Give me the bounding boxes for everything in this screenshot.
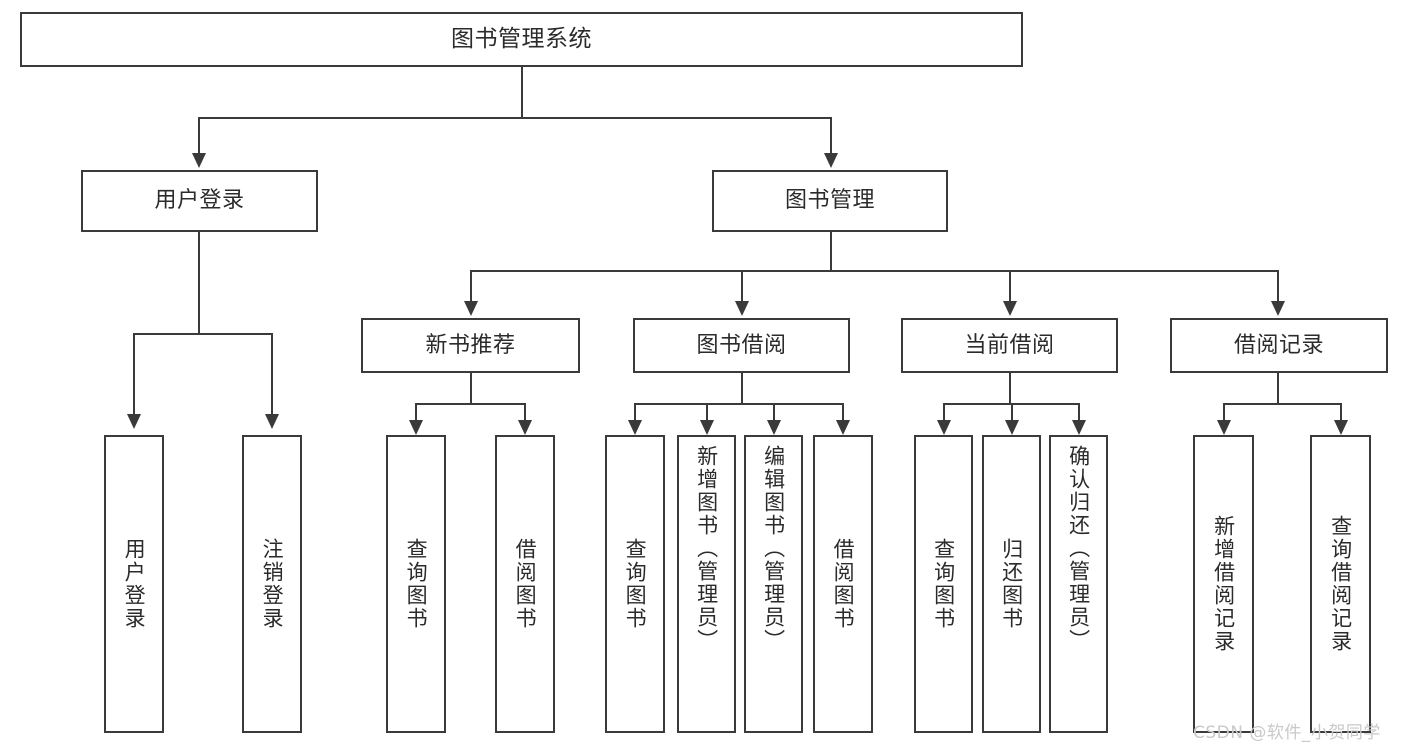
connector-user-login-stem <box>198 232 200 334</box>
connector-new-book-bus <box>415 403 525 405</box>
node-label: 借阅图书 <box>513 538 538 630</box>
connector-drop-br-leaf-1 <box>1223 403 1225 421</box>
connector-drop-book-borrow <box>741 270 743 302</box>
leaf-nb-query-book[interactable]: 查询图书 <box>386 435 446 733</box>
leaf-bb-borrow-book[interactable]: 借阅图书 <box>813 435 873 733</box>
connector-level2-bus <box>470 270 1278 272</box>
connector-drop-bb-leaf-1 <box>634 403 636 421</box>
connector-drop-cb-leaf-3 <box>1078 403 1080 421</box>
node-label: 确认归还（管理员） <box>1066 445 1091 652</box>
connector-drop-nb-leaf-1 <box>415 403 417 421</box>
node-label: 借阅图书 <box>831 538 856 630</box>
connector-book-borrow-bus <box>634 403 843 405</box>
connector-drop-current-borrow <box>1009 270 1011 302</box>
leaf-cb-confirm-return-admin[interactable]: 确认归还（管理员） <box>1049 435 1108 733</box>
connector-user-login-bus <box>133 333 273 335</box>
node-label: 新书推荐 <box>425 332 516 358</box>
connector-drop-leaf-user-login <box>133 333 135 415</box>
node-label: 编辑图书（管理员） <box>761 445 786 652</box>
arrow-to-br-leaf-2 <box>1334 420 1348 435</box>
node-borrow-record[interactable]: 借阅记录 <box>1170 318 1388 373</box>
arrow-to-book-borrow <box>735 301 749 316</box>
arrow-to-book-manage <box>824 153 838 168</box>
node-label: 借阅记录 <box>1233 332 1324 358</box>
node-label: 图书管理系统 <box>451 25 592 52</box>
arrow-to-user-login <box>192 153 206 168</box>
connector-drop-cb-leaf-1 <box>943 403 945 421</box>
leaf-cb-query-book[interactable]: 查询图书 <box>914 435 973 733</box>
arrow-to-bb-leaf-1 <box>628 420 642 435</box>
connector-drop-user-login <box>198 117 200 155</box>
node-label: 图书借阅 <box>696 332 787 358</box>
leaf-br-query-record[interactable]: 查询借阅记录 <box>1310 435 1371 733</box>
arrow-to-borrow-record <box>1271 301 1285 316</box>
connector-level1-bus <box>198 117 832 119</box>
node-label: 查询图书 <box>404 538 429 630</box>
connector-drop-new-book <box>470 270 472 302</box>
connector-drop-bb-leaf-2 <box>706 403 708 421</box>
leaf-nb-borrow-book[interactable]: 借阅图书 <box>495 435 555 733</box>
connector-book-borrow-stem <box>741 373 743 405</box>
arrow-to-cb-leaf-2 <box>1005 420 1019 435</box>
arrow-to-current-borrow <box>1003 301 1017 316</box>
arrow-to-bb-leaf-2 <box>700 420 714 435</box>
connector-drop-br-leaf-2 <box>1340 403 1342 421</box>
node-label: 图书管理 <box>784 188 875 214</box>
arrow-to-cb-leaf-1 <box>937 420 951 435</box>
connector-borrow-record-bus <box>1223 403 1341 405</box>
leaf-logout[interactable]: 注销登录 <box>242 435 302 733</box>
arrow-to-cb-leaf-3 <box>1072 420 1086 435</box>
arrow-to-leaf-user-login <box>127 414 141 429</box>
leaf-cb-return-book[interactable]: 归还图书 <box>982 435 1041 733</box>
connector-current-borrow-stem <box>1009 373 1011 405</box>
node-label: 查询图书 <box>623 538 648 630</box>
arrow-to-br-leaf-1 <box>1217 420 1231 435</box>
connector-drop-nb-leaf-2 <box>524 403 526 421</box>
node-label: 查询借阅记录 <box>1328 515 1353 653</box>
connector-drop-borrow-record <box>1277 270 1279 302</box>
connector-new-book-stem <box>470 373 472 405</box>
leaf-user-login[interactable]: 用户登录 <box>104 435 164 733</box>
arrow-to-leaf-logout <box>265 414 279 429</box>
connector-drop-bb-leaf-3 <box>773 403 775 421</box>
node-current-borrow[interactable]: 当前借阅 <box>901 318 1118 373</box>
node-label: 用户登录 <box>154 188 245 214</box>
node-label: 查询图书 <box>931 538 956 630</box>
arrow-to-nb-leaf-1 <box>409 420 423 435</box>
node-label: 归还图书 <box>999 538 1024 630</box>
connector-borrow-record-stem <box>1277 373 1279 405</box>
node-label: 用户登录 <box>122 538 147 630</box>
node-label: 当前借阅 <box>964 332 1055 358</box>
node-label: 新增图书（管理员） <box>694 445 719 652</box>
node-book-borrow[interactable]: 图书借阅 <box>633 318 850 373</box>
node-user-login[interactable]: 用户登录 <box>81 170 318 232</box>
arrow-to-bb-leaf-4 <box>836 420 850 435</box>
connector-drop-book-manage <box>830 117 832 155</box>
arrow-to-nb-leaf-2 <box>518 420 532 435</box>
connector-drop-bb-leaf-4 <box>842 403 844 421</box>
node-new-book-recommend[interactable]: 新书推荐 <box>361 318 580 373</box>
leaf-bb-query-book[interactable]: 查询图书 <box>605 435 665 733</box>
node-label: 新增借阅记录 <box>1211 515 1236 653</box>
leaf-bb-add-book-admin[interactable]: 新增图书（管理员） <box>677 435 736 733</box>
connector-drop-cb-leaf-2 <box>1011 403 1013 421</box>
leaf-br-add-record[interactable]: 新增借阅记录 <box>1193 435 1254 733</box>
connector-book-manage-stem <box>830 232 832 272</box>
node-label: 注销登录 <box>260 538 285 630</box>
connector-drop-leaf-logout <box>271 333 273 415</box>
arrow-to-bb-leaf-3 <box>767 420 781 435</box>
arrow-to-new-book <box>464 301 478 316</box>
node-root-system[interactable]: 图书管理系统 <box>20 12 1023 67</box>
leaf-bb-edit-book-admin[interactable]: 编辑图书（管理员） <box>744 435 803 733</box>
connector-root-stem <box>521 67 523 118</box>
node-book-management[interactable]: 图书管理 <box>712 170 948 232</box>
